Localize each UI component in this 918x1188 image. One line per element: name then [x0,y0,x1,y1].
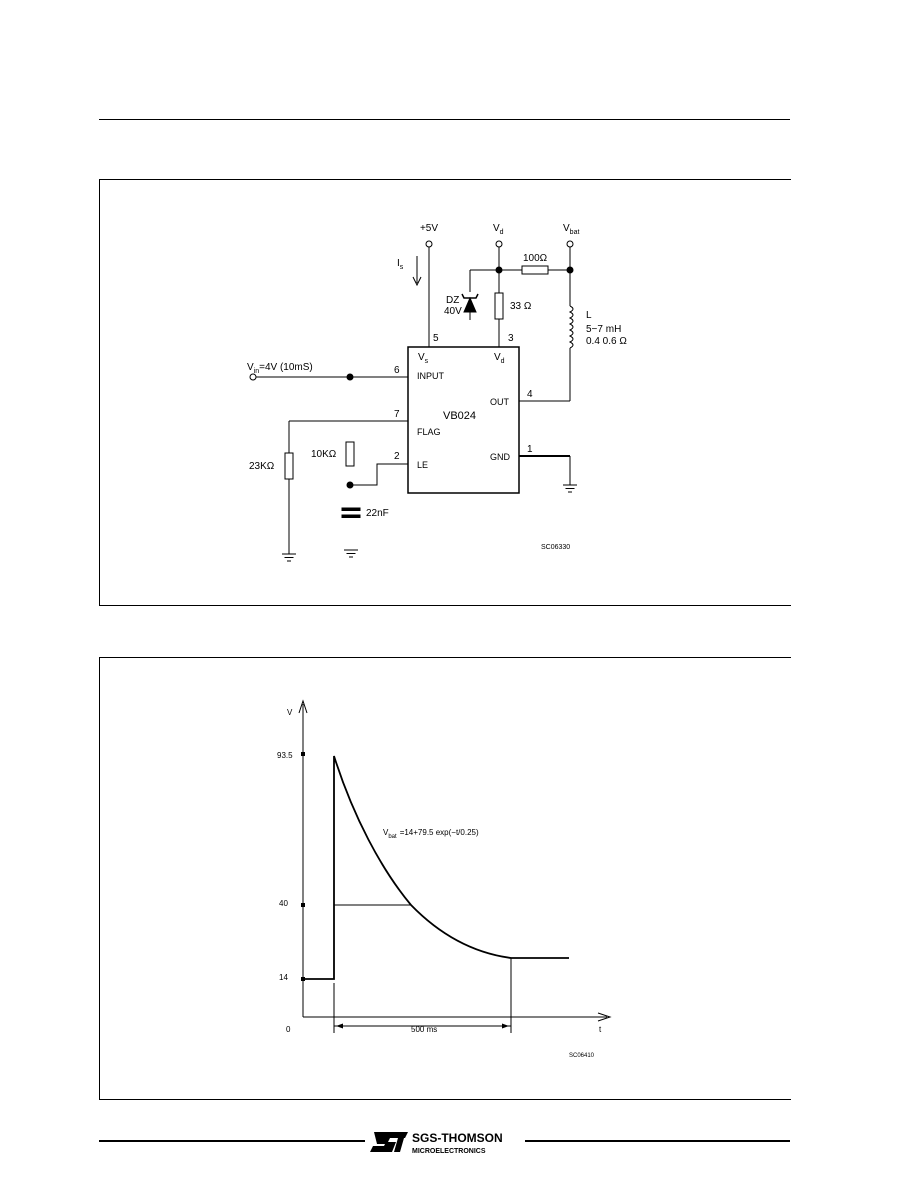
footer-rule-left [99,1140,365,1142]
junction-dot [566,266,574,274]
r33-label: 33 Ω [510,301,532,312]
pin-4-number: 4 [527,389,533,400]
vd-label: Vd [493,223,504,236]
ground-symbol [563,484,577,493]
zener-diode [463,296,477,313]
vd-terminal [495,240,503,248]
duration-label: 500 ms [411,1025,437,1034]
inductor-coil [568,305,574,349]
supply-label: +5V [420,223,438,234]
y-tick [301,977,305,981]
y-tick [301,903,305,907]
vs-pin-label: Vs [418,352,429,365]
waveform-code: SC06410 [569,1053,595,1059]
test-circuit-schematic: +5V Vd Vbat Is 100Ω DZ 40V 33 Ω L 5−7 mH… [247,223,627,562]
vbat-label: Vbat [563,223,579,236]
resistor-33-ohm [494,292,504,320]
is-label: Is [397,258,404,271]
waveform-panel: V t 93.5 40 14 0 Vbat=14+79.5 exp(−t/0.2… [99,657,791,1100]
schematic-panel: +5V Vd Vbat Is 100Ω DZ 40V 33 Ω L 5−7 mH… [99,179,791,606]
chip-name: VB024 [443,410,476,422]
input-pin-label: INPUT [417,371,445,381]
pin-3-number: 3 [508,333,514,344]
supply-terminal [425,240,433,248]
y-tick-label: 14 [279,973,288,982]
y-tick [301,752,305,756]
schematic-code: SC06330 [541,544,570,551]
ground-symbol [344,549,358,558]
r10k-label: 10KΩ [311,449,337,460]
y-axis-label: V [287,708,293,717]
resistor-100-ohm [521,265,549,275]
y-tick-label: 93.5 [277,751,293,760]
resistor-10k [345,441,355,467]
le-pin-label: LE [417,460,428,470]
vbat-curve [303,755,569,980]
c22-label: 22nF [366,508,389,519]
pin-7-number: 7 [394,409,400,420]
gnd-pin-label: GND [490,452,511,462]
junction-dot [346,373,354,381]
footer-rule-right [525,1140,790,1142]
inductor-resistance-label: 0.4 0.6 Ω [586,336,627,347]
inductor-value-label: 5−7 mH [586,324,621,335]
out-pin-label: OUT [490,397,510,407]
junction-dot [346,481,354,489]
y-tick-label: 40 [279,899,288,908]
dz-label: DZ [446,295,459,306]
dz-value-label: 40V [444,306,462,317]
top-rule [99,119,790,120]
r23k-label: 23KΩ [249,461,275,472]
resistor-23k [284,452,294,480]
brand-subtitle: MICROELECTRONICS [412,1148,486,1155]
vb024-chip [407,346,520,494]
flag-pin-label: FLAG [417,427,441,437]
vd-pin-label: Vd [494,352,505,365]
pin-6-number: 6 [394,365,400,376]
y-tick-label: 0 [286,1025,291,1034]
junction-dot [495,266,503,274]
vin-label: Vin=4V (10mS) [247,362,313,375]
pin-1-number: 1 [527,444,533,455]
sgs-thomson-logo: SGS-THOMSON MICROELECTRONICS [370,1131,503,1155]
x-axis-label: t [599,1025,602,1034]
pin-5-number: 5 [433,333,439,344]
r100-label: 100Ω [523,253,548,264]
brand-name: SGS-THOMSON [412,1131,503,1145]
vbat-waveform-plot: V t 93.5 40 14 0 Vbat=14+79.5 exp(−t/0.2… [277,699,612,1059]
ground-symbol [282,553,296,562]
pin-2-number: 2 [394,451,400,462]
capacitor-22nf [341,507,361,511]
vbat-terminal [566,240,574,248]
formula-label: Vbat=14+79.5 exp(−t/0.25) [383,828,479,840]
inductor-label: L [586,310,592,321]
st-logo-icon [370,1132,408,1152]
